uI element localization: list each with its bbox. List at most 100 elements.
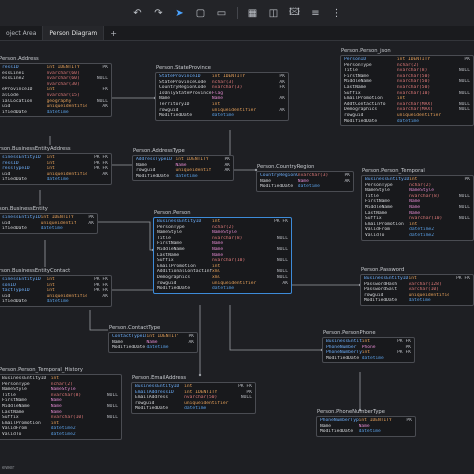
format-icon[interactable]: ≡ [311,7,320,19]
table-person-phonenumbertype[interactable]: Person.PhoneNumberTypePhoneNumberTypeIDi… [316,408,416,437]
pointer-icon[interactable]: ➤ [175,7,184,19]
select-box-icon[interactable]: ▢ [195,7,206,19]
column-row[interactable]: IsOnlyStateProvinceFlagFlag [159,91,285,97]
layout-icon[interactable]: ◫ [268,7,279,19]
more-icon[interactable]: ⋮ [331,7,342,19]
table-person-countryregion[interactable]: Person.CountryRegionCountryRegionCodenva… [256,163,354,192]
image-icon[interactable]: 🖾 [289,6,300,18]
column-row[interactable]: nvarchar(30) [2,82,108,88]
undo-icon[interactable]: ↶ [133,7,142,19]
add-tab-button[interactable]: + [110,28,117,38]
note-icon[interactable]: ▭ [216,7,227,19]
tab-person-diagram[interactable]: Person Diagram [43,26,105,40]
redo-icon[interactable]: ↷ [154,7,163,19]
